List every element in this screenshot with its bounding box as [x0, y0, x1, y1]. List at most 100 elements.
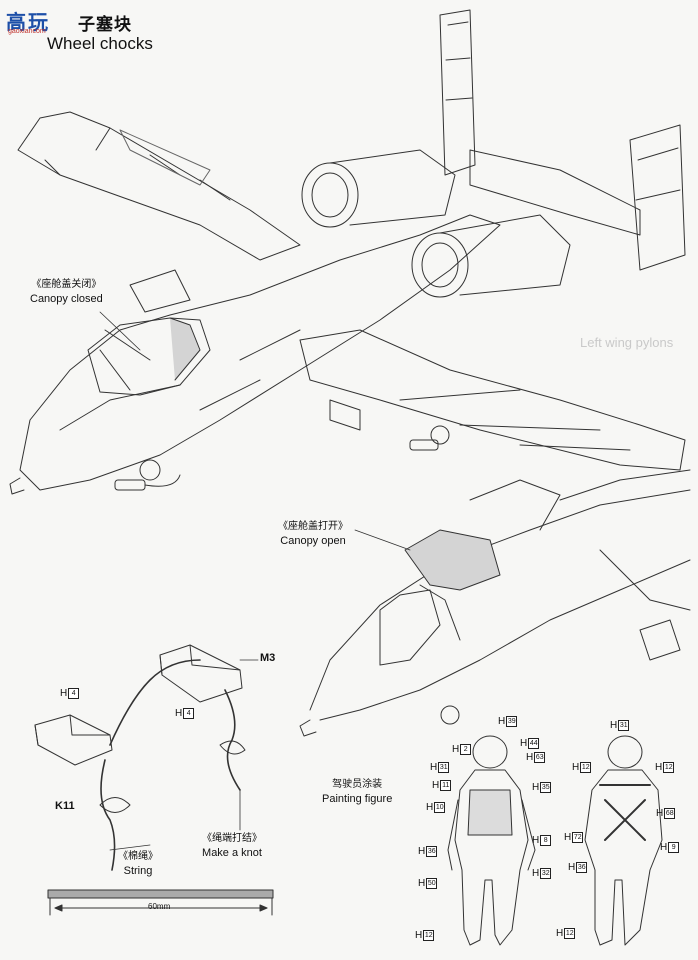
- callout-string-zh: 《棉绳》: [118, 851, 158, 862]
- part-number: 50: [426, 878, 438, 889]
- callout-string-en: String: [123, 865, 153, 877]
- part-number: 12: [663, 762, 675, 773]
- callout-canopy-open-zh: 《座舱盖打开》: [278, 521, 348, 532]
- part-prefix: H: [452, 744, 460, 755]
- section-title-zh: 子塞块: [78, 15, 132, 35]
- part-number: 63: [534, 752, 546, 763]
- part-prefix: H: [610, 720, 618, 731]
- part-number: 8: [540, 835, 552, 846]
- logo-url: gaoxiancom: [8, 28, 46, 35]
- part-prefix: H: [532, 868, 540, 879]
- part-k11: K11: [55, 800, 75, 812]
- part-number: 72: [572, 832, 584, 843]
- logo-char-1: 高: [6, 10, 26, 34]
- part-number: 10: [434, 802, 446, 813]
- part-number: 36: [426, 846, 438, 857]
- section-title-en: Wheel chocks: [47, 34, 153, 53]
- callout-make-knot-zh: 《绳端打结》: [202, 833, 262, 844]
- part-number: 12: [580, 762, 592, 773]
- callout-make-knot: 《绳端打结》 Make a knot: [202, 832, 262, 860]
- ghost-text-left-wing-pylons: Left wing pylons: [580, 335, 674, 350]
- callout-painting-zh: 驾驶员涂装: [332, 779, 383, 790]
- part-prefix: H: [526, 752, 534, 763]
- callout-make-knot-en: Make a knot: [202, 847, 262, 859]
- part-prefix: H: [520, 738, 528, 749]
- part-number: 39: [506, 716, 518, 727]
- part-h4-a: H 4: [60, 688, 80, 699]
- part-prefix: H: [418, 878, 426, 889]
- callout-painting-figure: 驾驶员涂装 Painting figure: [322, 778, 392, 806]
- part-prefix: H: [564, 832, 572, 843]
- part-h4-b-number: 4: [183, 708, 195, 719]
- callout-canopy-open: 《座舱盖打开》 Canopy open: [278, 520, 348, 548]
- part-prefix: H: [572, 762, 580, 773]
- string-scale-bar: [47, 889, 274, 916]
- part-prefix: H: [418, 846, 426, 857]
- callout-canopy-closed: 《座舱盖关闭》 Canopy closed: [30, 278, 103, 306]
- pilot-figure-back: [584, 735, 663, 946]
- part-number: 12: [564, 928, 576, 939]
- callout-canopy-closed-zh: 《座舱盖关闭》: [31, 279, 102, 290]
- part-number: 31: [618, 720, 630, 731]
- part-number: 11: [440, 780, 452, 791]
- callout-canopy-open-en: Canopy open: [280, 535, 346, 547]
- aircraft-top-view: [9, 9, 686, 495]
- part-prefix: H: [532, 782, 540, 793]
- part-prefix: H: [498, 716, 506, 727]
- callout-string: 《棉绳》 String: [118, 850, 158, 878]
- part-prefix: H: [415, 930, 423, 941]
- site-logo: 高 玩 gaoxiancom: [6, 6, 74, 35]
- part-h4-a-prefix: H: [60, 688, 68, 699]
- wheel-chock-detail: [34, 644, 259, 871]
- part-number: 9: [668, 842, 680, 853]
- part-number: 35: [540, 782, 552, 793]
- part-prefix: H: [432, 780, 440, 791]
- part-number: 32: [540, 868, 552, 879]
- callout-canopy-closed-en: Canopy closed: [30, 293, 103, 305]
- part-number: 44: [528, 738, 540, 749]
- part-prefix: H: [426, 802, 434, 813]
- string-length-label: 60mm: [148, 902, 171, 911]
- part-prefix: H: [430, 762, 438, 773]
- part-prefix: H: [568, 862, 576, 873]
- aircraft-canopy-open-view: [299, 469, 691, 737]
- logo-char-2: 玩: [28, 10, 48, 34]
- part-prefix: H: [532, 835, 540, 846]
- part-number: 2: [460, 744, 472, 755]
- part-prefix: H: [556, 928, 564, 939]
- part-number: 68: [664, 808, 676, 819]
- part-prefix: H: [655, 762, 663, 773]
- part-h4-b-prefix: H: [175, 708, 183, 719]
- part-number: 12: [423, 930, 435, 941]
- callout-painting-en: Painting figure: [322, 793, 393, 805]
- pilot-figure-front: [447, 735, 536, 946]
- part-prefix: H: [656, 808, 664, 819]
- part-h4-a-number: 4: [68, 688, 80, 699]
- part-prefix: H: [660, 842, 668, 853]
- part-h4-b: H 4: [175, 708, 195, 719]
- part-number: 31: [438, 762, 450, 773]
- part-m3: M3: [260, 652, 276, 664]
